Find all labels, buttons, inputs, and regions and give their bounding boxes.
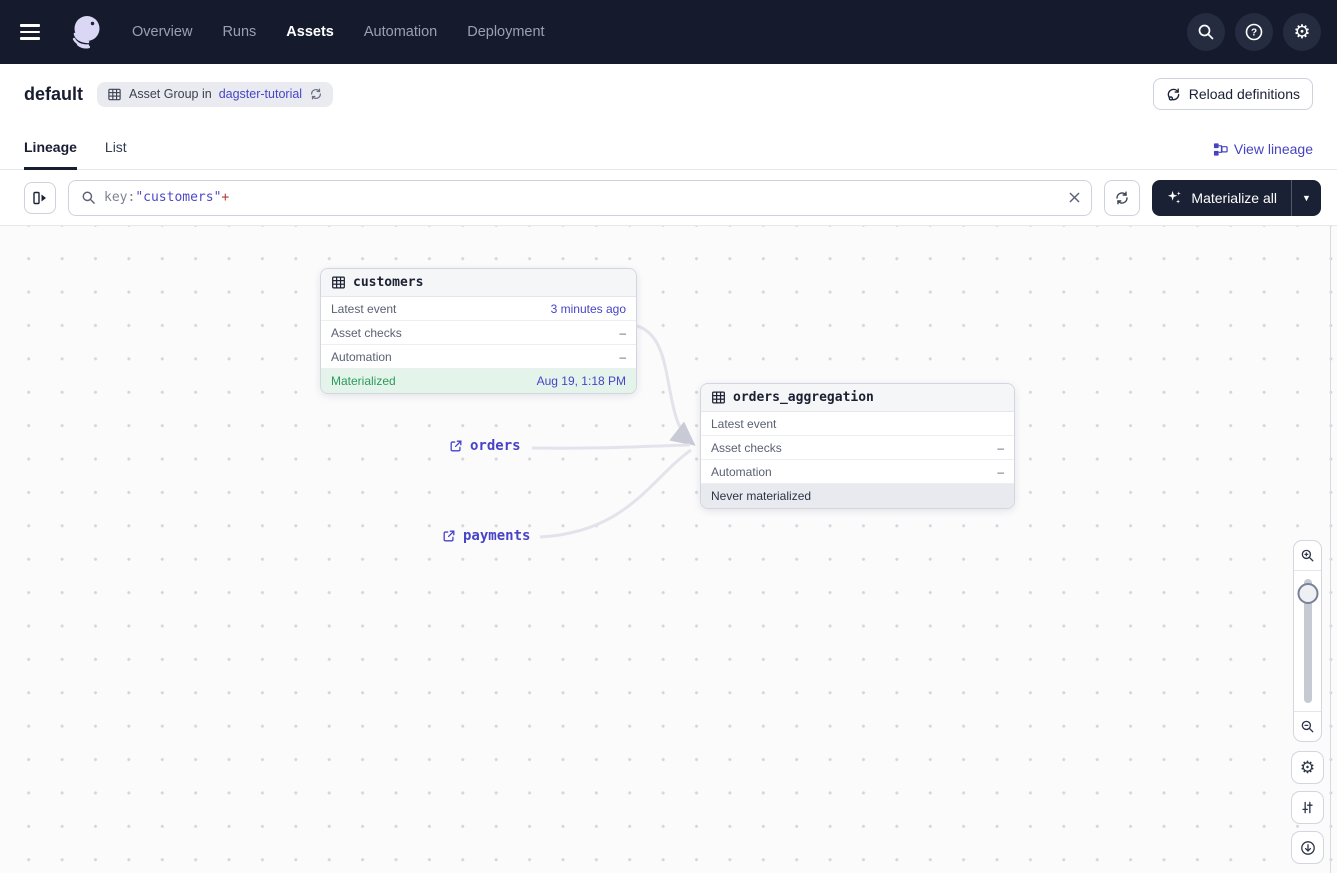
row-value-link[interactable]: 3 minutes ago: [550, 301, 626, 316]
view-lineage-link[interactable]: View lineage: [1213, 141, 1313, 169]
view-lineage-label: View lineage: [1233, 141, 1313, 157]
code-location-link[interactable]: dagster-tutorial: [218, 87, 303, 101]
page-header: default Asset Group in dagster-tutorial …: [0, 64, 1337, 122]
external-asset-label: orders: [470, 438, 521, 454]
zoom-slider-handle[interactable]: [1297, 583, 1318, 604]
asset-group-badge: Asset Group in dagster-tutorial: [97, 81, 334, 107]
nav-item-automation[interactable]: Automation: [363, 24, 438, 40]
node-row-latest-event: Latest event 3 minutes ago: [321, 297, 636, 321]
dagster-logo[interactable]: [66, 12, 106, 52]
expand-panel-button[interactable]: [24, 181, 56, 214]
graph-filters-button[interactable]: [1291, 791, 1324, 824]
recenter-icon: [1300, 840, 1315, 855]
row-value: –: [997, 464, 1004, 479]
gear-icon[interactable]: ⚙: [1283, 13, 1321, 51]
zoom-in-button[interactable]: [1294, 541, 1321, 571]
asset-node-customers[interactable]: customers Latest event 3 minutes ago Ass…: [320, 268, 637, 394]
search-query-text[interactable]: key:"customers"+: [104, 190, 230, 205]
help-icon[interactable]: ?: [1235, 13, 1273, 51]
materialize-all-label: Materialize all: [1191, 189, 1277, 206]
zoom-slider-track[interactable]: [1303, 579, 1312, 703]
row-value: –: [619, 325, 626, 340]
external-link-icon: [443, 530, 455, 542]
zoom-out-button[interactable]: [1294, 711, 1321, 741]
lineage-toolbar: key:"customers"+ Materialize all ▼: [0, 170, 1337, 226]
row-label: Automation: [711, 464, 772, 479]
tab-lineage[interactable]: Lineage: [24, 139, 77, 170]
page-title: default: [24, 83, 84, 104]
search-icon: [82, 191, 95, 204]
refresh-icon: [1116, 191, 1129, 204]
table-icon: [712, 391, 725, 404]
asset-node-header[interactable]: customers: [321, 269, 636, 297]
svg-text:?: ?: [1251, 28, 1257, 39]
asset-name: orders_aggregation: [733, 390, 874, 405]
panel-open-icon: [33, 191, 46, 204]
hamburger-icon[interactable]: [20, 18, 48, 46]
row-label: Latest event: [711, 416, 777, 431]
clear-search-icon[interactable]: [1068, 191, 1081, 204]
status-label: Never materialized: [711, 489, 812, 503]
asset-name: customers: [353, 275, 424, 290]
nav-item-overview[interactable]: Overview: [132, 24, 193, 40]
refresh-graph-button[interactable]: [1104, 179, 1141, 216]
node-row-automation: Automation –: [321, 345, 636, 369]
reload-icon: [1167, 87, 1180, 101]
external-asset-payments[interactable]: payments: [442, 528, 530, 544]
top-navbar: Overview Runs Assets Automation Deployme…: [0, 0, 1337, 64]
lineage-canvas[interactable]: customers Latest event 3 minutes ago Ass…: [0, 226, 1337, 873]
asset-group-icon: [108, 88, 121, 100]
row-value: –: [619, 349, 626, 364]
lineage-icon: [1213, 142, 1228, 156]
table-icon: [332, 276, 345, 289]
row-label: Asset checks: [711, 440, 782, 455]
zoom-slider[interactable]: [1294, 571, 1321, 711]
nav-item-deployment[interactable]: Deployment: [467, 24, 545, 40]
right-panel-divider[interactable]: [1330, 226, 1331, 873]
tab-list[interactable]: List: [104, 139, 127, 155]
nav-item-assets[interactable]: Assets: [286, 24, 334, 40]
sparkle-icon: [1168, 190, 1182, 204]
reload-definitions-button[interactable]: Reload definitions: [1152, 78, 1313, 110]
materialize-all-button[interactable]: Materialize all: [1152, 180, 1291, 216]
node-row-never-materialized-status: Never materialized: [701, 484, 1014, 508]
badge-prefix: Asset Group in: [129, 87, 212, 101]
asset-node-orders-aggregation[interactable]: orders_aggregation Latest event Asset ch…: [700, 383, 1015, 509]
status-label: Materialized: [331, 374, 396, 388]
reload-definitions-label: Reload definitions: [1188, 86, 1300, 102]
node-row-asset-checks: Asset checks –: [321, 321, 636, 345]
row-label: Automation: [331, 349, 392, 364]
lineage-edges: [531, 324, 696, 539]
tabs-row: Lineage List View lineage: [0, 122, 1337, 170]
node-row-latest-event: Latest event: [701, 412, 1014, 436]
graph-settings-button[interactable]: ⚙: [1291, 751, 1324, 784]
recenter-graph-button[interactable]: [1291, 831, 1324, 864]
asset-search-input[interactable]: key:"customers"+: [68, 179, 1093, 216]
nav-item-runs[interactable]: Runs: [222, 24, 257, 40]
gear-icon: ⚙: [1299, 758, 1316, 777]
materialize-dropdown-button[interactable]: ▼: [1291, 179, 1321, 216]
external-asset-orders[interactable]: orders: [449, 438, 521, 454]
node-row-automation: Automation –: [701, 460, 1014, 484]
external-link-icon: [450, 440, 462, 452]
sync-icon[interactable]: [309, 87, 323, 101]
row-value: –: [997, 440, 1004, 455]
search-icon[interactable]: [1187, 13, 1225, 51]
zoom-control-group: [1293, 540, 1322, 742]
filter-sliders-icon: [1302, 801, 1313, 814]
status-timestamp-link[interactable]: Aug 19, 1:18 PM: [536, 374, 626, 388]
main-nav: Overview Runs Assets Automation Deployme…: [132, 24, 545, 40]
asset-node-header[interactable]: orders_aggregation: [701, 384, 1014, 412]
caret-down-icon: ▼: [1302, 192, 1311, 203]
materialize-all-group: Materialize all ▼: [1152, 179, 1321, 216]
node-row-materialized-status: Materialized Aug 19, 1:18 PM: [321, 369, 636, 393]
row-label: Latest event: [331, 301, 397, 316]
external-asset-label: payments: [463, 528, 531, 544]
node-row-asset-checks: Asset checks –: [701, 436, 1014, 460]
row-label: Asset checks: [331, 325, 402, 340]
